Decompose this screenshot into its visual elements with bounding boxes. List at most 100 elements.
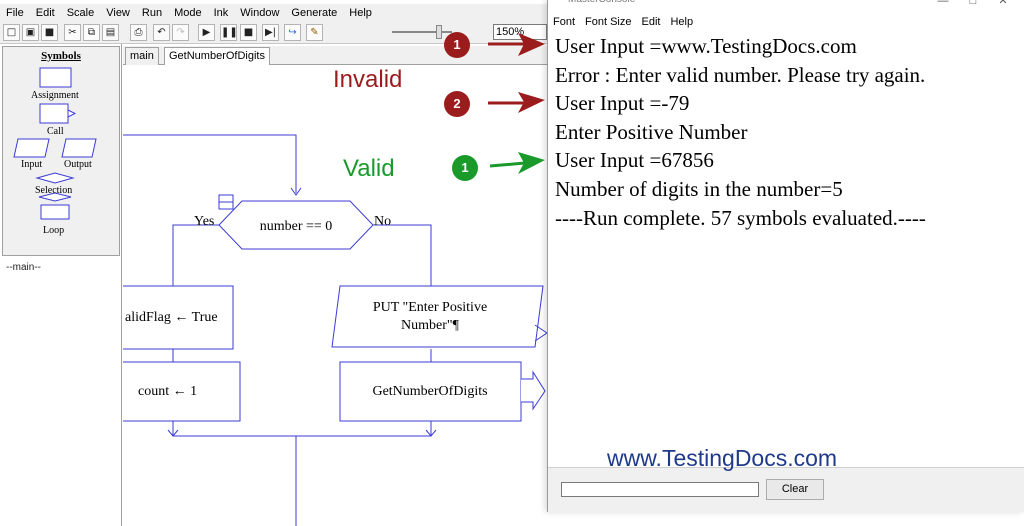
console-line: Error : Enter valid number. Please try a… bbox=[555, 62, 926, 87]
speed-slider-thumb[interactable] bbox=[436, 25, 442, 39]
assignment-symbol-icon[interactable] bbox=[39, 67, 72, 88]
assign-count-text: count ← 1 bbox=[138, 384, 197, 399]
menu-edit[interactable]: Edit bbox=[35, 7, 55, 19]
output-symbol[interactable] bbox=[331, 285, 544, 348]
badge-invalid-2: 2 bbox=[444, 91, 470, 117]
minimize-icon[interactable]: — bbox=[937, 0, 949, 7]
top-arrowhead bbox=[290, 187, 302, 196]
run-icon[interactable]: ▶ bbox=[198, 24, 215, 41]
speed-slider-track[interactable] bbox=[392, 31, 452, 33]
menu-view[interactable]: View bbox=[106, 7, 130, 19]
pause-icon[interactable]: ❚❚ bbox=[220, 24, 238, 41]
console-menu-help[interactable]: Help bbox=[670, 16, 694, 28]
print-icon[interactable]: ⎙ bbox=[130, 24, 147, 41]
invalid-annotation: Invalid bbox=[333, 66, 403, 93]
close-icon[interactable]: ✕ bbox=[998, 0, 1008, 7]
new-file-icon[interactable]: □ bbox=[3, 24, 20, 41]
watermark: www.TestingDocs.com bbox=[607, 445, 838, 471]
output-label: Output bbox=[64, 159, 92, 170]
step-into-icon[interactable]: ↪ bbox=[284, 24, 301, 41]
menu-mode[interactable]: Mode bbox=[174, 7, 202, 19]
console-menu-edit[interactable]: Edit bbox=[641, 16, 661, 28]
tab-getnumberofdigits[interactable]: GetNumberOfDigits bbox=[164, 47, 270, 65]
left-join-arrow bbox=[167, 429, 179, 437]
assign-valid-text: alidFlag ← True bbox=[125, 310, 218, 325]
loop-label: Loop bbox=[43, 225, 65, 236]
save-icon[interactable]: ■ bbox=[41, 24, 58, 41]
main-toolbar: □ ▣ ■ ✂ ⧉ ▤ ⎙ ↶ ↷ ▶ ❚❚ ■ ▶| ↪ ✎ bbox=[0, 22, 548, 44]
assignment-label: Assignment bbox=[31, 90, 79, 101]
loop-symbol-icon[interactable] bbox=[40, 204, 70, 220]
call-arrow-icon bbox=[67, 109, 77, 118]
assign-valid-symbol[interactable] bbox=[123, 285, 234, 350]
console-menu-bar: Font Font Size Edit Help bbox=[548, 14, 1024, 32]
console-line: Enter Positive Number bbox=[555, 119, 748, 144]
redo-icon[interactable]: ↷ bbox=[172, 24, 189, 41]
console-line: User Input =-79 bbox=[555, 91, 690, 116]
join-line bbox=[172, 421, 432, 437]
valid-annotation: Valid bbox=[343, 155, 395, 182]
console-line: User Input =www.TestingDocs.com bbox=[555, 34, 857, 58]
call-text: GetNumberOfDigits bbox=[372, 384, 487, 399]
output-text-line1: PUT "Enter Positive bbox=[373, 300, 487, 315]
console-menu-font[interactable]: Font bbox=[553, 16, 576, 28]
menu-file[interactable]: File bbox=[6, 7, 24, 19]
symbols-title: Symbols bbox=[41, 50, 81, 62]
console-title: MasterConsole bbox=[548, 0, 1024, 8]
flowchart-canvas[interactable]: number == 0 Yes No alidFlag ← True count… bbox=[123, 65, 548, 526]
left-panel: Symbols Assignment Call Input Output Sel… bbox=[0, 44, 122, 526]
menu-run[interactable]: Run bbox=[141, 7, 163, 19]
menu-ink[interactable]: Ink bbox=[213, 7, 229, 19]
badge-valid-1: 1 bbox=[452, 155, 478, 181]
menu-generate[interactable]: Generate bbox=[291, 7, 338, 19]
no-label: No bbox=[374, 214, 391, 229]
console-menu-font-size[interactable]: Font Size bbox=[585, 16, 632, 28]
flowchart-svg: number == 0 Yes No alidFlag ← True count… bbox=[123, 134, 548, 526]
badge-invalid-1: 1 bbox=[444, 32, 470, 58]
input-symbol-icon[interactable] bbox=[13, 138, 50, 158]
console-output: User Input =www.TestingDocs.com Error : … bbox=[555, 32, 1020, 232]
tab-main[interactable]: main bbox=[125, 47, 159, 65]
window-controls: — □ ✕ bbox=[928, 0, 1018, 7]
selection-symbol-icon[interactable] bbox=[35, 172, 75, 184]
console-line: User Input =67856 bbox=[555, 148, 714, 173]
input-label: Input bbox=[21, 159, 43, 170]
menu-help[interactable]: Help bbox=[349, 7, 372, 19]
open-folder-icon[interactable]: ▣ bbox=[22, 24, 39, 41]
zoom-select[interactable]: 150% bbox=[493, 24, 547, 40]
decision-text: number == 0 bbox=[260, 219, 333, 234]
console-input-bar: Clear bbox=[548, 467, 1024, 512]
symbols-palette: Symbols Assignment Call Input Output Sel… bbox=[2, 46, 120, 256]
console-line: ----Run complete. 57 symbols evaluated.-… bbox=[555, 205, 926, 230]
paste-icon[interactable]: ▤ bbox=[102, 24, 119, 41]
clear-button[interactable]: Clear bbox=[766, 479, 824, 500]
output-text-line2: Number"¶ bbox=[401, 318, 460, 333]
cut-icon[interactable]: ✂ bbox=[64, 24, 81, 41]
decision-symbol[interactable] bbox=[218, 200, 374, 250]
console-command-input[interactable] bbox=[561, 482, 759, 497]
assign-count-symbol[interactable] bbox=[123, 361, 241, 422]
no-branch-line bbox=[373, 224, 432, 286]
maximize-icon[interactable]: □ bbox=[969, 0, 977, 7]
ink-pen-icon[interactable]: ✎ bbox=[306, 24, 323, 41]
top-flow-line bbox=[123, 134, 297, 193]
call-symbol-icon[interactable] bbox=[39, 103, 69, 124]
output-symbol-icon[interactable] bbox=[61, 138, 97, 158]
step-icon[interactable]: ▶| bbox=[262, 24, 279, 41]
call-side-arrow bbox=[521, 370, 546, 411]
right-join-arrow bbox=[425, 429, 437, 437]
menu-scale[interactable]: Scale bbox=[66, 7, 95, 19]
symbols-shapes bbox=[13, 67, 97, 220]
loop-diamond-icon bbox=[38, 192, 72, 202]
main-menu-bar: File Edit Scale View Run Mode Ink Window Generat… bbox=[0, 4, 548, 22]
yes-label: Yes bbox=[194, 214, 214, 229]
undo-icon[interactable]: ↶ bbox=[153, 24, 170, 41]
stop-icon[interactable]: ■ bbox=[240, 24, 257, 41]
menu-window[interactable]: Window bbox=[240, 7, 280, 19]
call-label: Call bbox=[47, 126, 64, 137]
copy-icon[interactable]: ⧉ bbox=[83, 24, 100, 41]
tree-item-main[interactable]: --main-- bbox=[6, 262, 41, 273]
yes-branch-line bbox=[172, 224, 219, 286]
